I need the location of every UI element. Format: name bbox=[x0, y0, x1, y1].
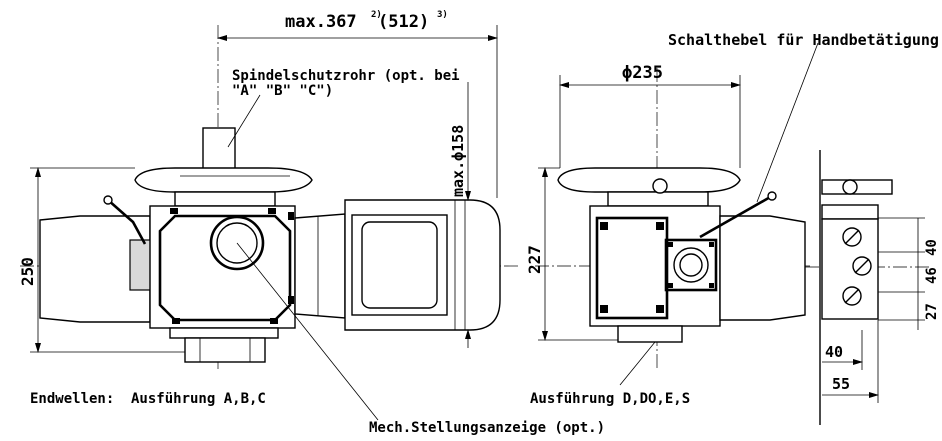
lever-leader bbox=[756, 42, 819, 203]
height-left-label: 250 bbox=[18, 257, 37, 286]
dim-27-label: 27 bbox=[924, 303, 940, 320]
dim-46-label: 46 bbox=[924, 267, 940, 284]
dim-40-right-label: 40 bbox=[924, 239, 940, 256]
spindle-tube-label-1: Spindelschutzrohr (opt. bei bbox=[232, 68, 460, 84]
front-handwheel-hub bbox=[607, 191, 709, 207]
endwellen-label: Endwellen: bbox=[30, 391, 114, 407]
output-shaft bbox=[184, 337, 266, 363]
footnote-2: 2) bbox=[371, 10, 382, 20]
detail-view bbox=[805, 150, 930, 425]
main-body bbox=[149, 205, 296, 329]
front-body bbox=[589, 205, 721, 327]
handwheel-lever-label: Schalthebel für Handbetätigung bbox=[668, 31, 939, 49]
indicator-leader bbox=[236, 242, 379, 421]
alt-length-label: (512) bbox=[378, 12, 429, 32]
front-handwheel bbox=[557, 167, 741, 193]
front-view bbox=[535, 42, 819, 386]
detail-flange bbox=[821, 218, 879, 320]
spindle-tube-leader bbox=[227, 94, 261, 148]
housing-flange bbox=[129, 239, 153, 291]
height-mid-label: 227 bbox=[525, 245, 544, 274]
handwheel-hub bbox=[174, 191, 276, 207]
front-indicator-housing bbox=[664, 238, 718, 292]
dim-40-bottom-label: 40 bbox=[825, 343, 843, 361]
output-flange bbox=[169, 327, 279, 339]
front-output-flange bbox=[617, 325, 683, 343]
handwheel bbox=[134, 167, 313, 193]
variant-d-label: Ausführung D,DO,E,S bbox=[530, 391, 690, 407]
side-view bbox=[20, 25, 520, 421]
motor-terminal-box bbox=[351, 214, 448, 316]
variant-d-leader bbox=[619, 341, 656, 386]
indicator-label: Mech.Stellungsanzeige (opt.) bbox=[369, 420, 605, 436]
hand-lever bbox=[107, 199, 147, 245]
max-length-label: max.367 bbox=[285, 12, 357, 32]
front-gear-housing bbox=[719, 215, 806, 321]
dim-55-label: 55 bbox=[832, 375, 850, 393]
motor-coupling bbox=[294, 213, 346, 319]
motor-diameter-label: max.ϕ158 bbox=[449, 125, 467, 197]
spindle-tube-label-2: "A" "B" "C") bbox=[232, 83, 333, 99]
front-hand-lever bbox=[699, 194, 773, 239]
variant-abc-label: Ausführung A,B,C bbox=[131, 391, 266, 407]
position-indicator-window bbox=[209, 215, 265, 271]
footnote-3: 3) bbox=[437, 10, 448, 20]
wheel-diameter-label: ϕ235 bbox=[622, 63, 663, 83]
